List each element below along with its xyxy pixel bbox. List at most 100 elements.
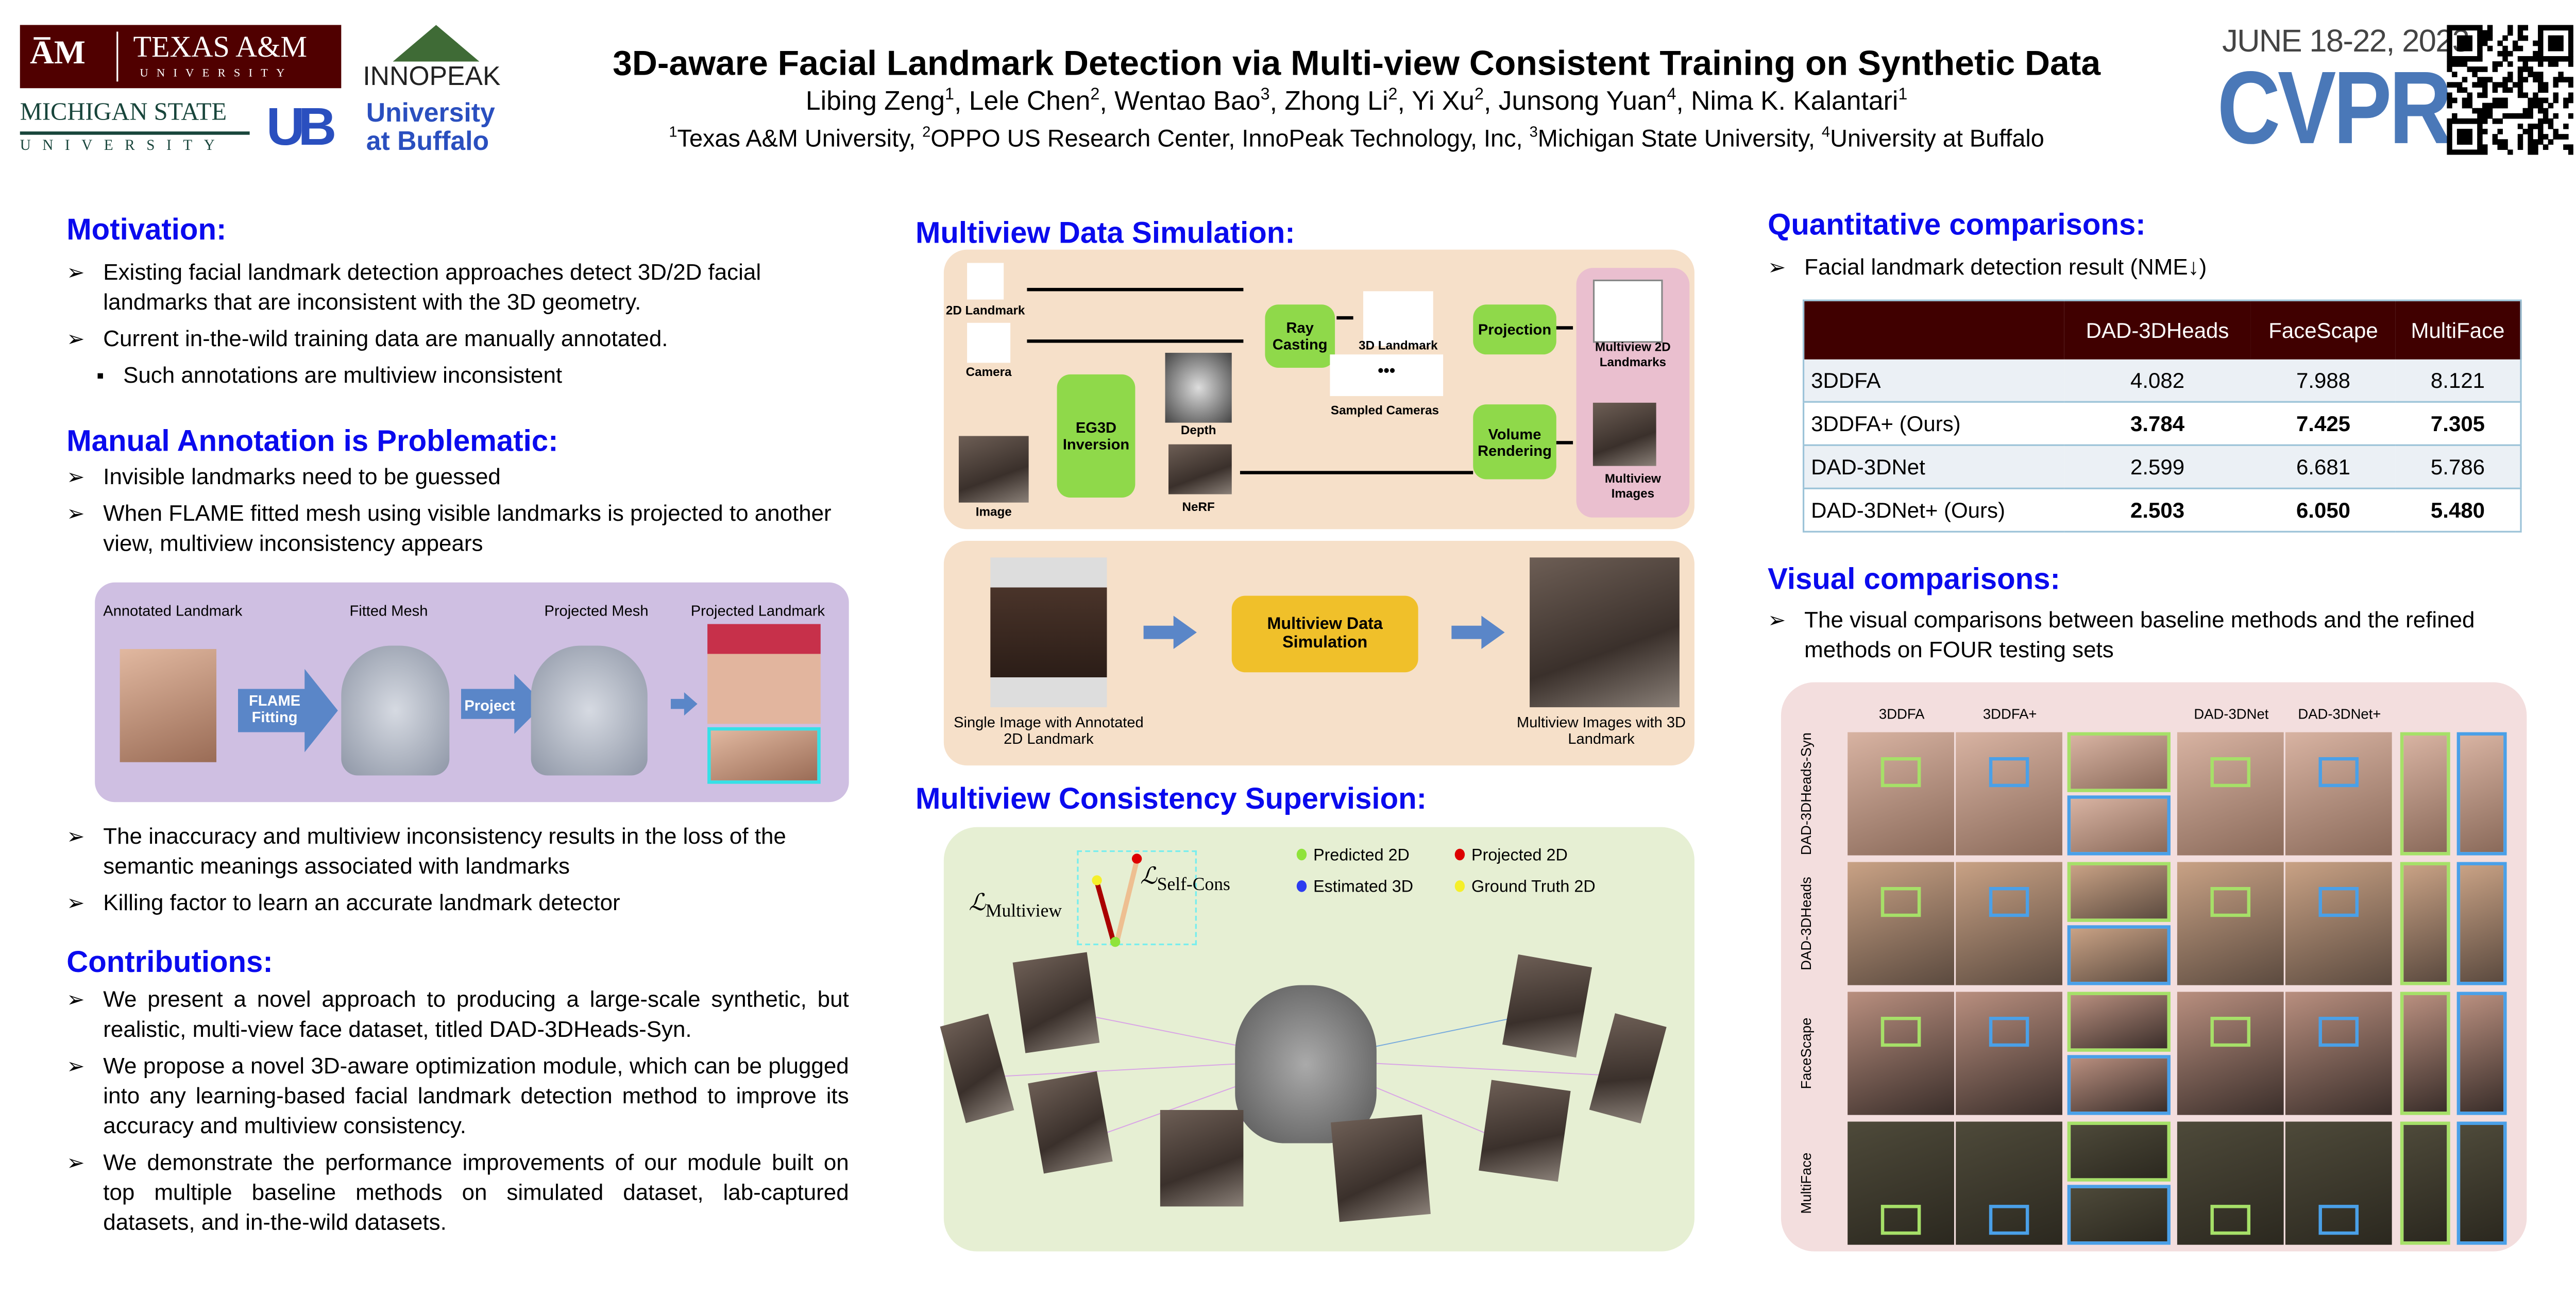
value-cell: 4.082 (2130, 367, 2185, 392)
manual-list-2: The inaccuracy and multiview inconsisten… (66, 822, 849, 925)
zoom-crop-image (2067, 795, 2171, 856)
method-cell: 3DDFA (1811, 367, 1881, 392)
visual-heading: Visual comparisons: (1768, 562, 2060, 596)
method-cell: DAD-3DNet (1811, 454, 1925, 480)
multiview-image (1530, 557, 1680, 708)
landmark-zoom-image (707, 727, 821, 784)
column-header: DAD-3DHeads (2086, 317, 2229, 343)
list-item: Invisible landmarks need to be guessed (66, 463, 849, 492)
legend-item: Estimated 3D (1296, 879, 1455, 897)
msu-logo: MICHIGAN STATE UNIVERSITY (20, 100, 253, 157)
comparison-image (2285, 992, 2392, 1115)
comparison-image (1956, 862, 2062, 985)
legend-item: Predicted 2D (1296, 847, 1455, 865)
motivation-list: Existing facial landmark detection appro… (66, 258, 849, 398)
ray-casting-block: Ray Casting (1265, 304, 1335, 368)
list-item: Such annotations are multiview inconsist… (66, 361, 849, 391)
manual-annotation-figure: Annotated Landmark Fitted Mesh Projected… (95, 582, 849, 802)
zoom-crop-image (2067, 862, 2171, 922)
zoom-crop-image (2067, 1055, 2171, 1115)
affiliations: 1Texas A&M University, 2OPPO US Research… (669, 123, 2044, 153)
comparison-image (2177, 1121, 2284, 1245)
comparison-image (2177, 862, 2284, 985)
author: Wentao Bao3 (1114, 87, 1270, 117)
eg3d-inversion-block: EG3D Inversion (1057, 374, 1136, 498)
legend-dot (1454, 848, 1465, 861)
tamu-logo: A̅M TEXAS A&M UNIVERSITY (20, 25, 342, 89)
manual-heading: Manual Annotation is Problematic: (66, 424, 558, 458)
column-header (1804, 300, 2064, 358)
comparison-image (1956, 1121, 2062, 1245)
comparison-image (1848, 862, 1954, 985)
comparison-image (2285, 1121, 2392, 1245)
zoom-crop-image (2067, 925, 2171, 985)
fitted-mesh-image (341, 645, 450, 776)
column-label: DAD-3DNet+ (2298, 705, 2381, 723)
table-row: 3DDFA 4.082 7.988 8.121 (1803, 358, 2521, 402)
legend-dot (1296, 848, 1307, 861)
volume-rendering-block: Volume Rendering (1473, 404, 1556, 480)
affiliation: University at Buffalo (1830, 126, 2044, 153)
zoom-crop-image (2067, 992, 2171, 1052)
zoom-crop-image (2067, 1121, 2171, 1182)
comparison-image (1956, 732, 2062, 856)
row-label: DAD-3DHeads-Syn (1798, 732, 1815, 856)
paper-title: 3D-aware Facial Landmark Detection via M… (613, 45, 2101, 83)
value-cell: 7.305 (2430, 411, 2485, 436)
zoom-crop-image (2400, 1121, 2450, 1245)
manual-list: Invisible landmarks need to be guessed W… (66, 463, 849, 566)
input-face-image (958, 436, 1029, 503)
value-cell: 2.503 (2130, 498, 2185, 523)
table-header-row: DAD-3DHeads FaceScape MultiFace (1803, 300, 2521, 359)
conference-date: JUNE 18-22, 2023 (2222, 25, 2470, 60)
annotated-face-image (120, 649, 217, 762)
comparison-image (2285, 862, 2392, 985)
list-item: Existing facial landmark detection appro… (66, 258, 849, 318)
affiliation: Texas A&M University, (677, 126, 923, 153)
comparison-image (1848, 732, 1954, 856)
value-cell: 5.480 (2430, 498, 2485, 523)
center-3d-face (1235, 985, 1377, 1143)
simulation-diagram: 2D Landmark Camera Image EG3D Inversion … (943, 249, 1694, 530)
qr-code[interactable] (2447, 25, 2573, 155)
single-image (990, 557, 1107, 708)
comparison-image (2177, 732, 2284, 856)
author: Junsong Yuan4 (1498, 87, 1676, 117)
column-header: MultiFace (2411, 317, 2505, 343)
list-item: Facial landmark detection result (NME↓) (1768, 253, 2517, 283)
simulation-block: Multiview Data Simulation (1231, 595, 1418, 673)
value-cell: 8.121 (2430, 367, 2485, 392)
value-cell: 3.784 (2130, 411, 2185, 436)
column-label: 3DDFA (1878, 705, 1925, 723)
contributions-list: We present a novel approach to producing… (66, 985, 849, 1245)
method-cell: DAD-3DNet+ (Ours) (1811, 498, 2006, 523)
comparison-image (1848, 992, 1954, 1115)
zoom-crop-image (2400, 992, 2450, 1115)
author: Zhong Li2 (1284, 87, 1398, 117)
motivation-heading: Motivation: (66, 213, 227, 247)
zoom-crop-image (2400, 732, 2450, 856)
list-item: Current in-the-wild training data are ma… (66, 324, 849, 354)
zoom-crop-image (2456, 992, 2507, 1115)
list-item: The inaccuracy and multiview inconsisten… (66, 822, 849, 882)
value-cell: 7.425 (2296, 411, 2351, 436)
value-cell: 7.988 (2296, 367, 2351, 392)
value-cell: 2.599 (2130, 454, 2185, 480)
list-item: We propose a novel 3D-aware optimization… (66, 1052, 849, 1141)
quantitative-heading: Quantitative comparisons: (1768, 208, 2146, 242)
comparison-image (1956, 992, 2062, 1115)
column-header: FaceScape (2268, 317, 2378, 343)
author: Libing Zeng1 (805, 87, 955, 117)
list-item: The visual comparisons between baseline … (1768, 606, 2525, 665)
legend-item: Projected 2D (1454, 847, 1630, 865)
projected-landmark-image (707, 624, 821, 724)
ub-logo: UB University at Buffalo (266, 96, 495, 157)
column-label: 3DDFA+ (1982, 705, 2037, 723)
